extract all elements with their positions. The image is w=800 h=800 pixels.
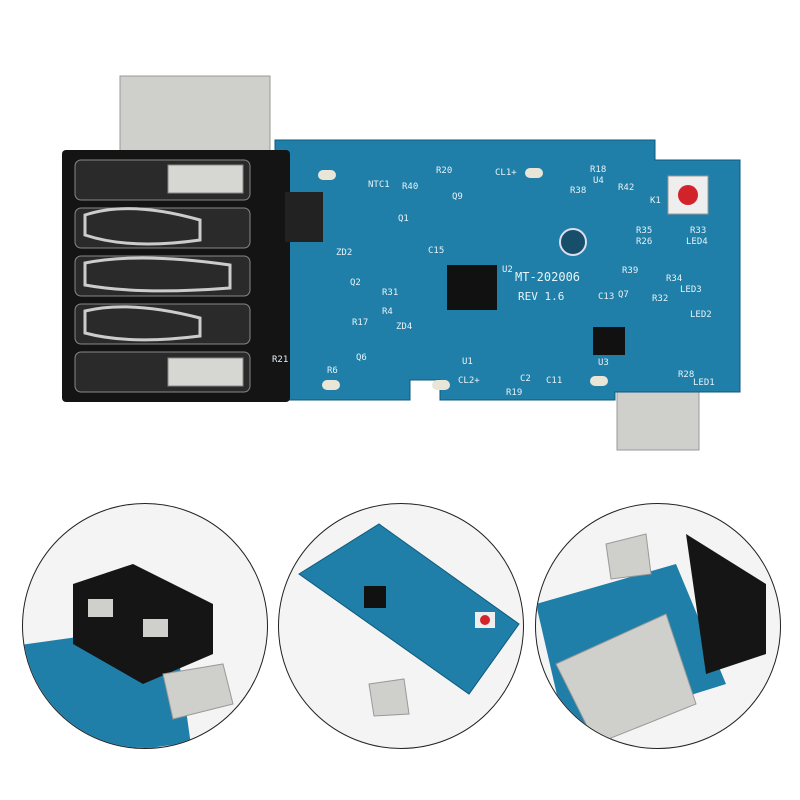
silk-led1: LED1 — [693, 378, 715, 388]
silk-zd4: ZD4 — [396, 322, 413, 332]
silk-ntc1: NTC1 — [368, 180, 390, 190]
silk-q9: Q9 — [452, 192, 463, 202]
silk-zd2: ZD2 — [336, 248, 353, 258]
silk-u4: U4 — [593, 176, 604, 186]
silk-u1: U1 — [462, 357, 473, 367]
silk-q2: Q2 — [350, 278, 361, 288]
silk-q6: Q6 — [356, 353, 367, 363]
silk-c2: C2 — [520, 374, 531, 384]
silk-r39: R39 — [622, 266, 639, 276]
board-model-label: MT-202006 — [515, 270, 581, 284]
board-revision-label: REV 1.6 — [518, 290, 565, 303]
top-metal-tab — [119, 75, 271, 155]
silk-r6: R6 — [327, 366, 338, 376]
ic-u2 — [447, 265, 497, 310]
silk-r17: R17 — [352, 318, 369, 328]
silk-cl1: CL1+ — [495, 168, 517, 178]
silk-c13: C13 — [598, 292, 615, 302]
silk-q7: Q7 — [618, 290, 629, 300]
pcb-illustration — [62, 75, 741, 451]
silk-r19: R19 — [506, 388, 523, 398]
silk-c11: C11 — [546, 376, 563, 386]
silk-led4: LED4 — [686, 237, 708, 247]
silk-r21: R21 — [272, 355, 289, 365]
silk-r26: R26 — [636, 237, 653, 247]
silk-r4: R4 — [382, 307, 393, 317]
silk-r32: R32 — [652, 294, 669, 304]
silk-r38: R38 — [570, 186, 587, 196]
main-pcb-photo: MT-202006 REV 1.6 U1 U2 U3 U4 NTC1 CL1+ … — [62, 75, 741, 451]
silk-c15: C15 — [428, 246, 445, 256]
red-button — [678, 185, 698, 205]
silk-r40: R40 — [402, 182, 419, 192]
silk-r34: R34 — [666, 274, 683, 284]
silk-r18: R18 — [590, 165, 607, 175]
silk-led3: LED3 — [680, 285, 702, 295]
silk-cl2: CL2+ — [458, 376, 480, 386]
ic-u3 — [593, 327, 625, 355]
bottom-metal-tab — [616, 391, 700, 451]
silk-q1: Q1 — [398, 214, 409, 224]
detail-view-terminals — [535, 503, 781, 749]
mounting-hole — [559, 228, 587, 256]
silk-r31: R31 — [382, 288, 399, 298]
silk-r28: R28 — [678, 370, 695, 380]
silk-u3: U3 — [598, 358, 609, 368]
silk-r33: R33 — [690, 226, 707, 236]
silk-u2: U2 — [502, 265, 513, 275]
silk-led2: LED2 — [690, 310, 712, 320]
silk-k1: K1 — [650, 196, 661, 206]
silk-r20: R20 — [436, 166, 453, 176]
mosfet — [285, 192, 323, 242]
silk-r42: R42 — [618, 183, 635, 193]
detail-view-board — [278, 503, 524, 749]
silk-r35: R35 — [636, 226, 653, 236]
detail-view-connector — [22, 503, 268, 749]
